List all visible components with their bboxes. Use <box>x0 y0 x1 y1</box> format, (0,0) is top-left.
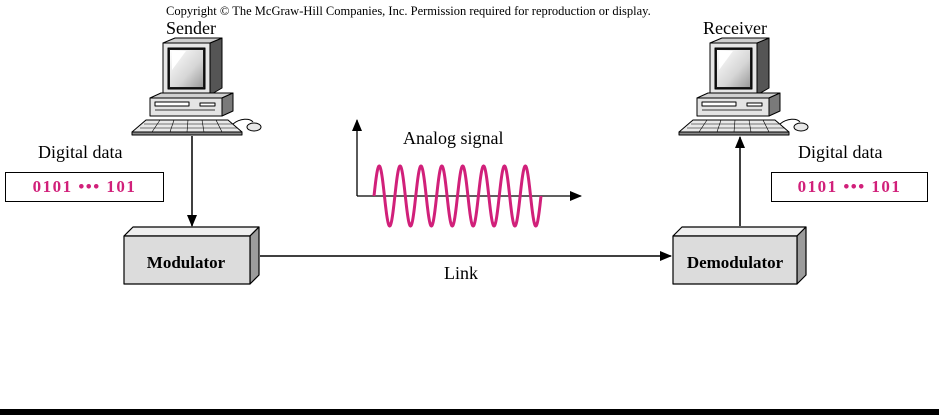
sender-computer-icon <box>131 37 262 136</box>
sender-label: Sender <box>166 18 216 38</box>
demodulator-block <box>672 226 807 285</box>
modulator-block <box>123 226 260 285</box>
link-caption: Link <box>444 263 478 283</box>
analog-signal-wave <box>372 164 543 228</box>
analog-signal-caption: Analog signal <box>403 128 504 148</box>
receiver-label: Receiver <box>703 18 767 38</box>
sender-digital-data-caption: Digital data <box>38 142 123 162</box>
receiver-digital-data-caption: Digital data <box>798 142 883 162</box>
demodulator-label: Demodulator <box>686 253 784 272</box>
receiver-digital-data-box: 0101 ••• 101 <box>771 172 928 202</box>
copyright-notice: Copyright © The McGraw-Hill Companies, I… <box>166 4 651 18</box>
receiver-computer-icon <box>678 37 809 136</box>
sender-digital-data-box: 0101 ••• 101 <box>5 172 164 202</box>
modulator-label: Modulator <box>146 253 226 272</box>
